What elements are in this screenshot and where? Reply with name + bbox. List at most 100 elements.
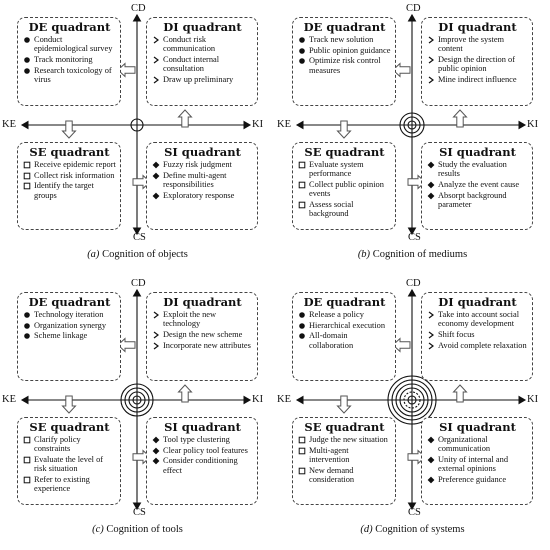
spiral-ring [387,375,437,425]
de-item: Technology iteration [23,310,116,319]
chevron-shape [153,36,159,44]
di-item: Mine indirect influence [427,75,528,84]
bullet-dot-icon [24,57,30,63]
bullet-dot-icon [299,58,305,65]
square-shape [23,183,31,190]
di-quadrant-title: DI quadrant [163,295,242,309]
si-item-text: Unity of internal and external opinions [438,454,509,474]
si-item-text: Consider conditioning effect [163,456,238,475]
flow-arrow-se-to-si [132,449,151,465]
hollow-square-icon [23,183,31,190]
de-quadrant-title: DE quadrant [303,20,386,34]
panel-caption: (c) Cognition of tools [0,524,275,536]
de-item: Hierarchical execution [298,321,391,330]
de-item-text: Track new solution [309,35,374,44]
di-item: Improve the system content [427,35,528,53]
diamond-shape [152,458,160,465]
caption-title: Cognition of objects [102,249,188,260]
si-quadrant-title: SI quadrant [439,145,516,159]
bullet-dot-shape [299,333,305,340]
flow-arrow-se-to-si [407,449,426,465]
square-shape [298,447,306,455]
di-item: Shift focus [427,330,528,339]
bullet-dot-icon [299,322,305,329]
si-item: Define multi-agent responsibilities [152,171,253,189]
se-item: Collect risk information [23,171,116,180]
di-item-text: Exploit the new technology [163,310,217,329]
di-quadrant-box: DI quadrant Take into account social eco… [421,292,533,381]
de-quadrant-title: DE quadrant [28,295,111,309]
se-item: Receive epidemic report [23,160,116,169]
bullet-dot-shape [299,37,305,43]
di-item-text: Improve the system content [438,35,505,54]
de-item-text: Research toxicology of virus [34,65,112,84]
axis-label-left: KE [277,119,291,130]
se-item-text: Refer to existing experience [34,474,90,494]
diamond-icon [152,161,160,169]
spiral-ring [403,116,421,134]
bullet-dot-icon [24,312,30,318]
se-item-text: Clarify policy constraints [34,435,81,454]
spiral-ring [120,383,154,417]
hollow-square-icon [298,181,306,189]
di-item: Exploit the new technology [152,310,253,328]
flow-arrow-se-to-si [132,174,151,190]
si-item-text: Analyze the event cause [438,179,520,189]
flow-arrow-de-to-se [61,395,77,414]
panel-d: CD CS KE KI DE quadrant Release a policy… [275,275,550,550]
diamond-shape [152,161,160,169]
chevron-shape [428,342,434,350]
diamond-icon [152,458,160,465]
bullet-dot-shape [24,67,30,74]
di-item: Conduct internal consultation [152,55,253,73]
di-item-text: Mine indirect influence [438,74,517,84]
de-item-text: Track monitoring [34,54,93,64]
axis-label-left: KE [277,394,291,405]
di-item: Design the direction of public opinion [427,55,528,73]
di-item-list: Take into account social economy develop… [427,310,528,350]
de-item-text: Release a policy [309,310,364,319]
panel-c: CD CS KE KI DE quadrant Technology itera… [0,275,275,550]
axis-label-top: CD [131,3,146,14]
se-item-text: Assess social background [309,199,354,219]
de-item-text: Public opinion guidance [309,45,391,55]
flow-arrow-se-to-si [407,174,426,190]
se-item-text: Identify the target groups [34,181,94,200]
chevron-right-icon [153,311,159,319]
si-item-text: Clear policy tool features [163,445,248,455]
si-item-text: Preference guidance [438,474,507,484]
si-quadrant-title: SI quadrant [439,420,516,434]
bullet-dot-shape [24,312,30,318]
chevron-right-icon [153,76,159,84]
bullet-dot-shape [24,37,30,43]
chevron-right-icon [428,342,434,350]
diamond-icon [427,161,435,169]
bullet-dot-shape [24,322,30,329]
axis-label-right: KI [527,394,539,405]
bullet-dot-icon [24,333,30,340]
si-item: Preference guidance [427,475,528,484]
di-item-text: Design the new scheme [163,329,243,339]
chevron-shape [153,331,159,339]
diamond-shape [427,456,435,464]
si-quadrant-title: SI quadrant [164,145,241,159]
se-quadrant-title: SE quadrant [304,145,385,159]
axes-graphic [295,13,527,236]
si-item: Consider conditioning effect [152,456,253,475]
di-item: Incorporate new attributes [152,341,253,350]
de-item: Conduct epidemiological survey [23,35,116,53]
diamond-shape [427,476,435,484]
diamond-shape [427,181,435,189]
hollow-square-icon [298,447,306,455]
se-quadrant-title: SE quadrant [304,420,385,434]
